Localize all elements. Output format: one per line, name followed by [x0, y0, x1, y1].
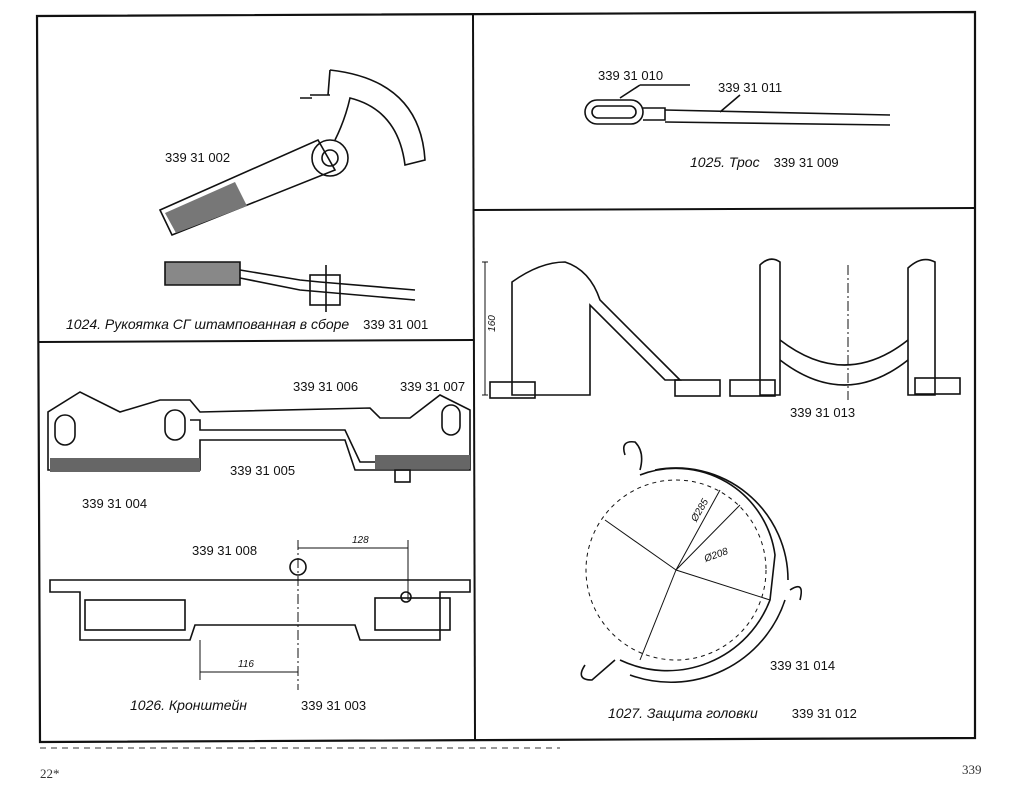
part-label: 339 31 013	[790, 405, 856, 420]
part-label: 339 31 007	[400, 379, 466, 394]
bracket-top-view-drawing	[47, 391, 471, 483]
part-label: 339 31 004	[82, 496, 148, 511]
page-number-left: 22*	[40, 766, 60, 781]
head-guard-drawing	[580, 440, 803, 684]
bracket-front-view-drawing	[49, 540, 471, 690]
figure-caption-row: 1027. Защита головки 339 31 012	[608, 705, 857, 721]
figure-caption-row: 1024. Рукоятка СГ штампованная в сборе 3…	[66, 316, 428, 332]
part-label: 339 31 006	[293, 379, 359, 394]
part-label: 339 31 005	[230, 463, 296, 478]
handle-drawing	[158, 69, 426, 312]
part-label: 339 31 011	[718, 80, 783, 95]
cable-drawing	[584, 84, 891, 126]
page-frame	[35, 10, 977, 744]
part-number: 339 31 001	[363, 317, 429, 332]
dimension-label: 116	[238, 659, 254, 670]
figure-caption: 1025. Трос	[690, 154, 760, 170]
page-number-right: 339	[962, 762, 982, 777]
part-label: 339 31 014	[770, 658, 836, 673]
figure-caption: 1026. Кронштейн	[130, 697, 248, 713]
figure-caption: 1027. Защита головки	[608, 705, 758, 721]
part-number: 339 31 012	[791, 706, 857, 721]
part-label: 339 31 002	[165, 150, 231, 165]
figure-caption-row: 1026. Кронштейн 339 31 003	[130, 697, 366, 713]
part-number: 339 31 009	[773, 155, 839, 170]
figure-caption: 1024. Рукоятка СГ штампованная в сборе	[66, 316, 350, 332]
figure-caption-row: 1025. Трос 339 31 009	[690, 154, 839, 170]
part-label: 339 31 008	[192, 543, 258, 558]
part-label: 339 31 010	[598, 68, 664, 83]
support-stands-drawing	[482, 258, 961, 400]
dimension-label: 128	[352, 535, 369, 546]
part-number: 339 31 003	[301, 698, 367, 713]
dimension-label: 160	[486, 315, 498, 332]
